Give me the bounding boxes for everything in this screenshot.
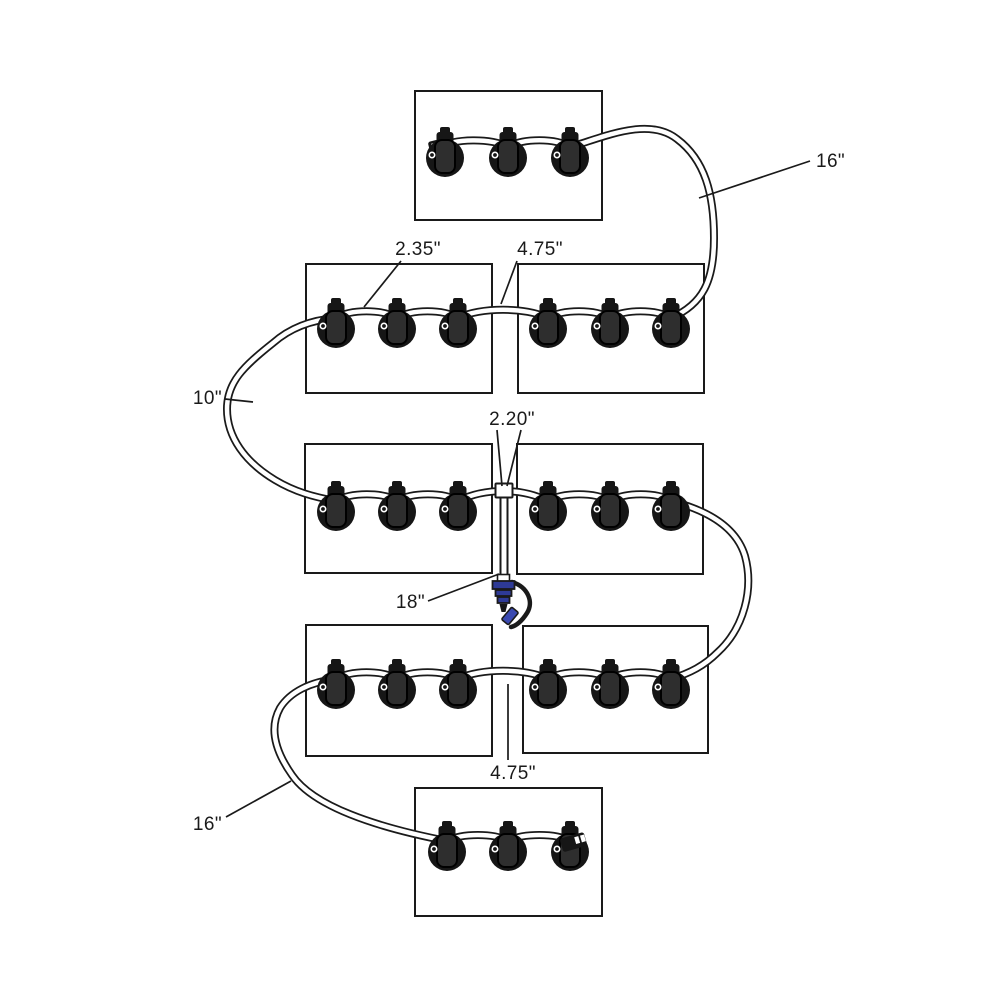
dim-top-loop: 16": [816, 151, 845, 172]
dim-socket-spacing: 2.35": [395, 239, 441, 260]
leader-bottom-loop: [225, 780, 292, 818]
leader-top-gap: [500, 260, 518, 305]
dim-drop-line: 18": [396, 592, 425, 613]
leader-tee-gap-right: [506, 429, 522, 487]
leader-top-loop: [698, 160, 811, 199]
leader-socket-spacing: [363, 260, 402, 308]
leader-drop-line: [427, 573, 500, 602]
tee-connector: [494, 482, 514, 499]
dim-bottom-gap: 4.75": [490, 763, 536, 784]
dim-top-gap: 4.75": [517, 239, 563, 260]
connector-band-3: [496, 596, 511, 604]
connector-hook-tube: [508, 579, 533, 630]
dim-bottom-loop: 16": [193, 814, 222, 835]
connector-band-1: [491, 580, 516, 590]
connector-band-2: [494, 589, 513, 597]
end-cap-bottom: [560, 832, 587, 852]
connector-tip: [499, 604, 508, 612]
connector-cap: [501, 606, 519, 626]
quick-connect-assembly: [491, 573, 533, 630]
dim-tee-gap: 2.20": [489, 409, 535, 430]
leader-left-loop: [224, 398, 254, 403]
leader-tee-gap-left: [496, 429, 503, 487]
dimension-labels: 16" 2.35" 4.75" 10" 2.20" 18" 4.75" 16": [193, 151, 845, 835]
leader-lines: [224, 160, 811, 818]
dim-left-loop: 10": [193, 388, 222, 409]
